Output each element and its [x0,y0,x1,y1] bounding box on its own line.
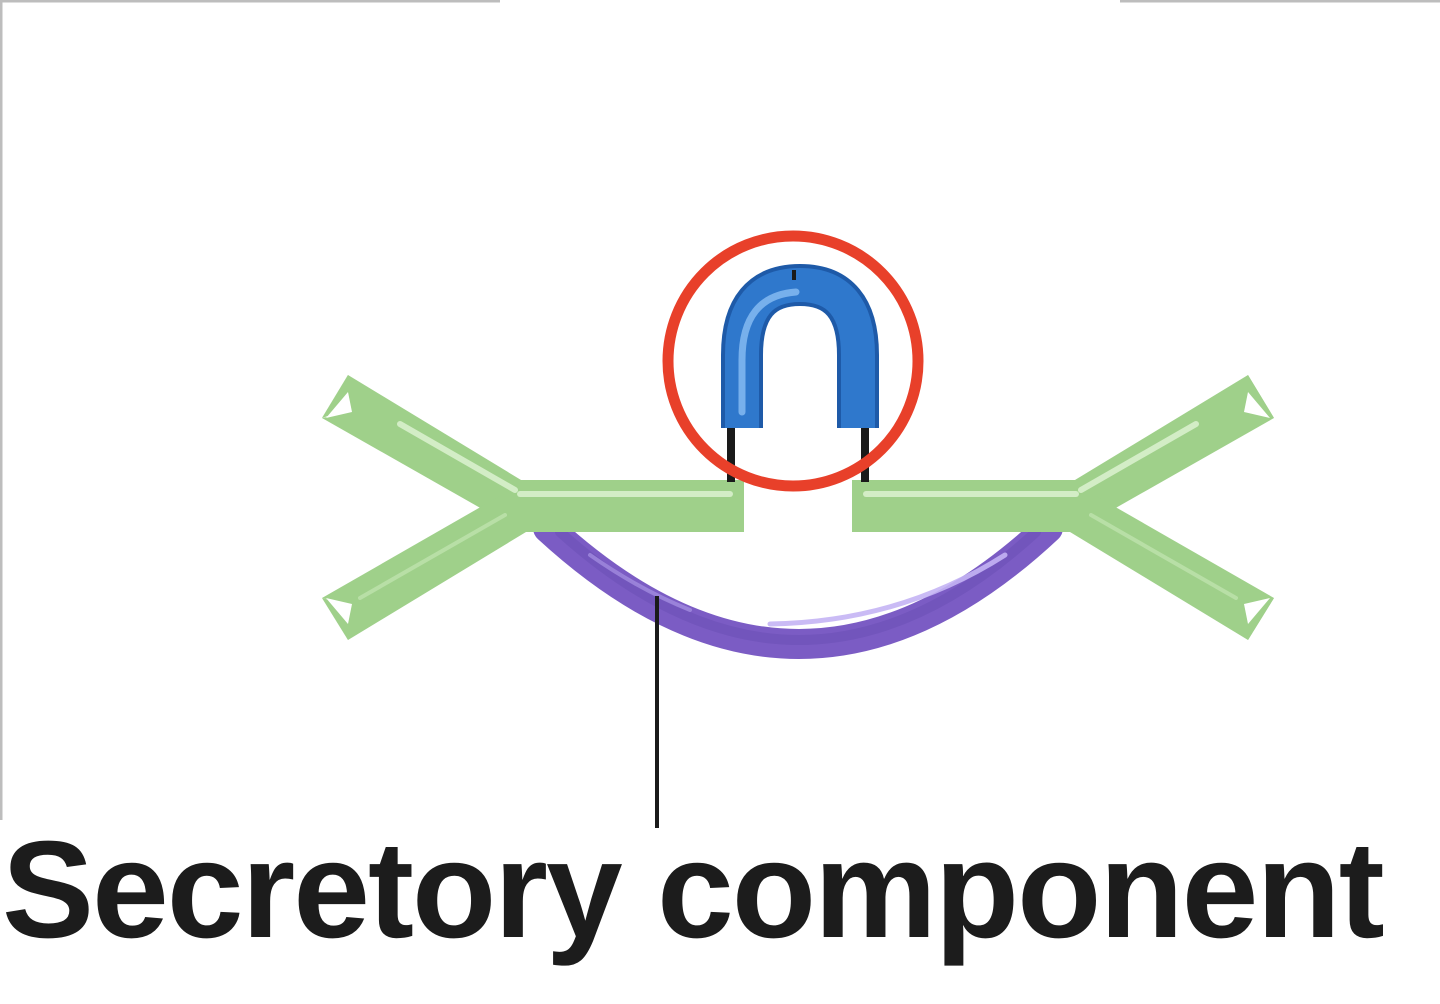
left-antibody-arm [322,375,744,640]
secretory-component-label: Secretory component [2,813,1385,967]
secretory-component-arc [533,513,1063,659]
right-antibody-arm [852,375,1274,640]
highlight-circle [662,230,924,492]
j-chain [721,263,879,482]
